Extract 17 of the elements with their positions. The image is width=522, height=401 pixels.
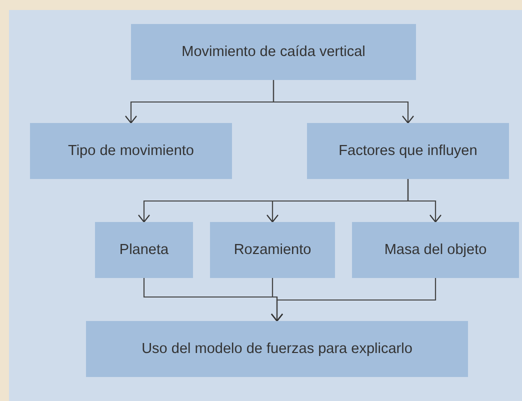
box-label: Movimiento de caída vertical [182,44,366,60]
box-label: Factores que influyen [338,143,478,159]
connector-arrow [270,278,436,322]
box-label: Uso del modelo de fuerzas para explicarlo [142,341,412,357]
concept-box [30,123,232,179]
box-label: Rozamiento [234,242,312,258]
concept-box [210,222,335,278]
concept-box [131,24,416,80]
box-label: Tipo de movimiento [68,143,194,159]
box-label: Planeta [119,242,169,258]
concept-box [352,222,519,278]
concept-box [307,123,509,179]
box-label: Masa del objeto [384,242,487,258]
concept-box [95,222,193,278]
connector-arrow [407,179,442,223]
connector-arrow [272,80,414,124]
concept-box [86,321,468,377]
